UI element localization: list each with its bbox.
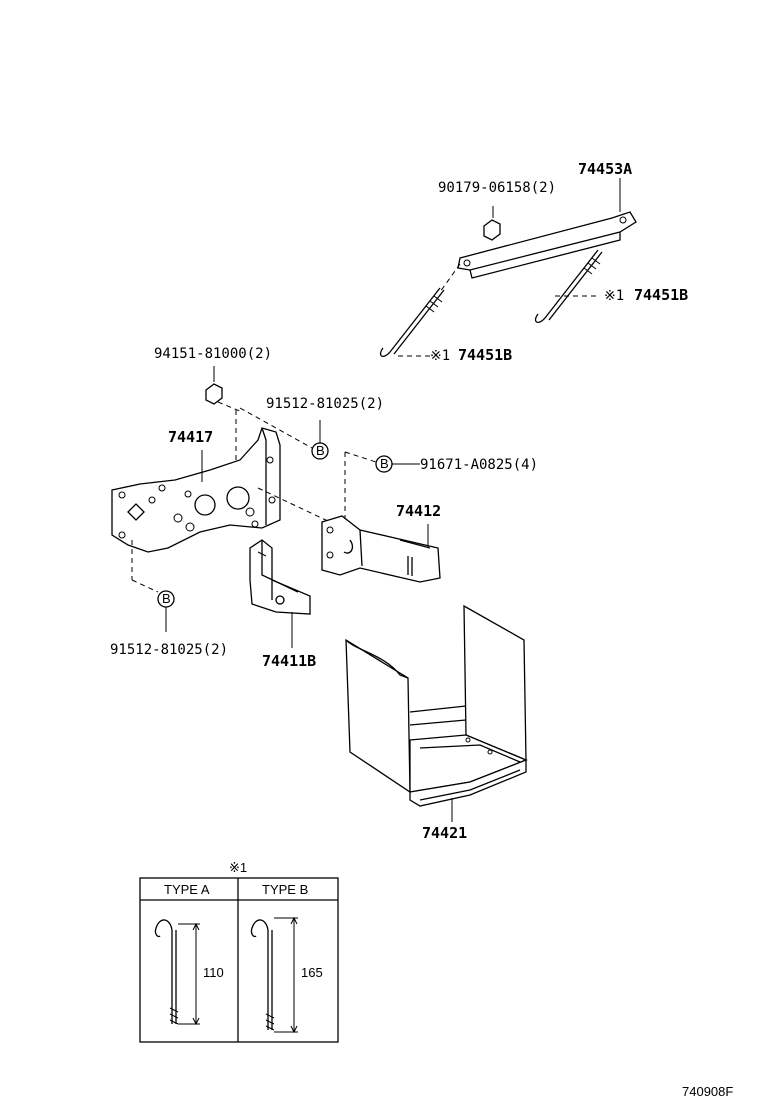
label-74451B-left: 74451B (458, 346, 512, 364)
legend-len-a: 110 (203, 965, 224, 980)
bolt-marker-b1-letter: B (316, 443, 325, 458)
hook-type-a (171, 930, 177, 1024)
legend-col-b: TYPE B (262, 882, 308, 897)
label-74417: 74417 (168, 428, 213, 446)
hook-type-b (267, 930, 273, 1030)
clamp-bar-74453A (457, 211, 637, 279)
nut-94151 (205, 366, 223, 405)
diagram-code: 740908F (682, 1084, 733, 1099)
label-74453A: 74453A (578, 160, 632, 178)
dash-to-B3 (131, 579, 159, 593)
label-91671: 91671-A0825(4) (420, 457, 538, 473)
label-91512-bottom: 91512-81025(2) (110, 642, 228, 658)
hook-bolt-left (379, 287, 445, 357)
label-74412: 74412 (396, 502, 441, 520)
leader-bar-hook (439, 263, 461, 293)
battery-tray-74421 (345, 604, 528, 807)
bracket-74412 (321, 515, 441, 583)
label-94151: 94151-81000(2) (154, 346, 272, 362)
note-mark-left: ※1 (430, 348, 450, 364)
dash-bracket-74412 (257, 487, 331, 523)
legend-len-b: 165 (301, 965, 323, 980)
legend-table: ※1 TYPE A TYPE B 110 165 (139, 860, 339, 1043)
dash-to-B1 (239, 407, 313, 449)
leader-nut-bracket (217, 401, 243, 413)
nut-90179 (483, 206, 501, 241)
bolt-marker-b2-letter: B (380, 456, 389, 471)
bracket-74411B (249, 539, 311, 615)
label-74421: 74421 (422, 824, 467, 842)
label-91512-top: 91512-81025(2) (266, 396, 384, 412)
dash-to-B2 (344, 451, 377, 463)
note-mark-right: ※1 (604, 288, 624, 304)
label-74411B: 74411B (262, 652, 316, 670)
legend-col-a: TYPE A (164, 882, 210, 897)
bolt-marker-b3-letter: B (162, 591, 171, 606)
hook-bolt-right (534, 249, 603, 323)
label-90179: 90179-06158(2) (438, 180, 556, 196)
legend-note: ※1 (229, 860, 247, 875)
bracket-74417 (111, 427, 281, 553)
label-74451B-right: 74451B (634, 286, 688, 304)
